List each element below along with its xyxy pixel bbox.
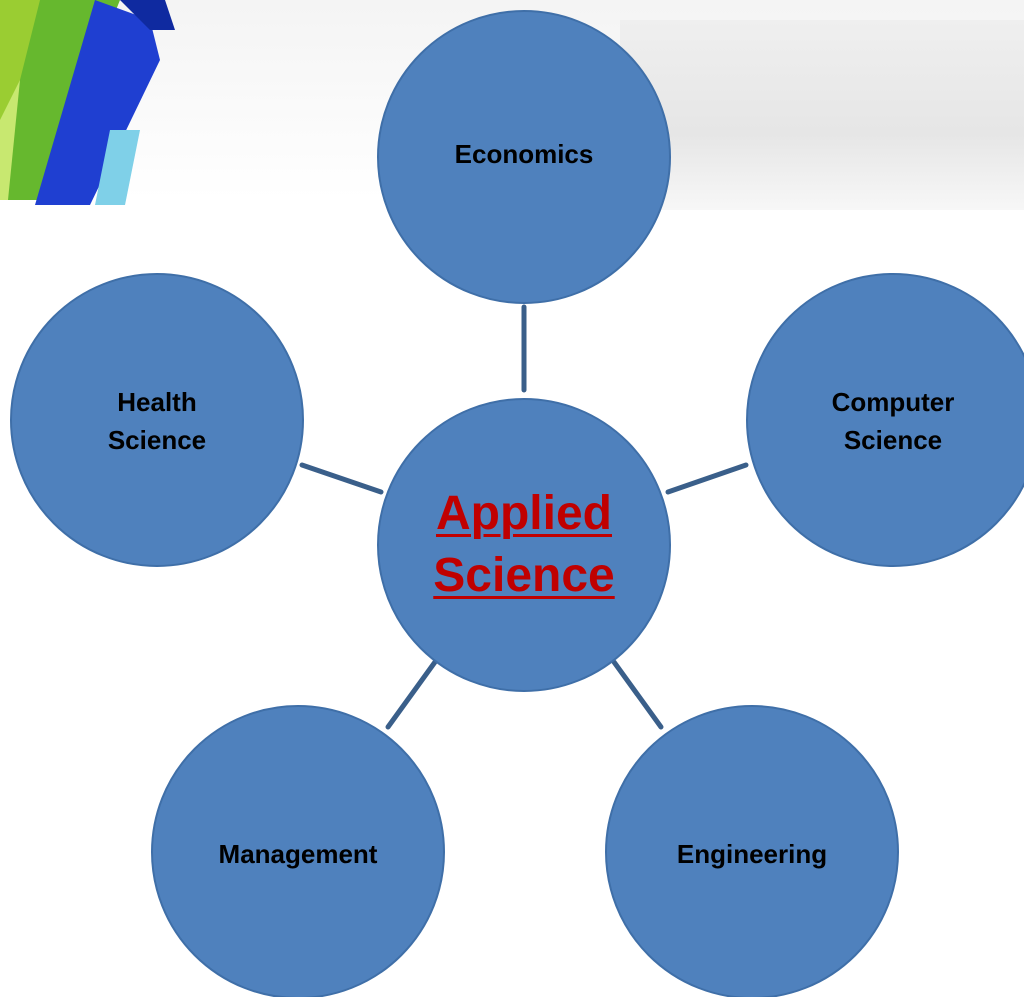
background-band [620,20,1024,210]
nodes [10,10,1024,997]
node-label-health-science: Health Science [107,387,207,455]
node-applied-science[interactable] [377,398,671,692]
pencils-graphic [0,0,175,205]
connectors [299,304,749,730]
node-economics[interactable] [377,10,671,304]
node-label-engineering: Engineering [676,839,828,869]
connector-management [385,659,438,730]
node-management[interactable] [151,705,445,997]
node-label-economics: Economics [454,139,594,169]
node-label-computer-science: Computer Science [831,387,955,455]
node-computer-science[interactable] [746,273,1024,567]
node-label-management: Management [218,839,378,869]
connector-engineering [611,659,664,730]
connector-health-science [299,462,384,495]
center-label: Applied Science [433,487,615,602]
connector-computer-science [665,462,749,495]
node-engineering[interactable] [605,705,899,997]
node-health-science[interactable] [10,273,304,567]
